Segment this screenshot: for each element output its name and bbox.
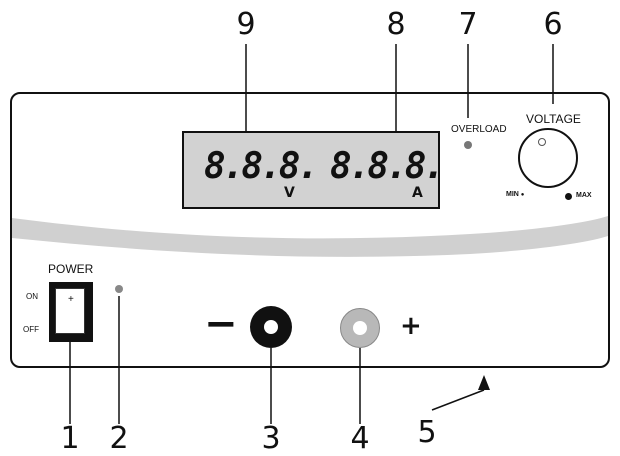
- current-unit: A: [412, 185, 423, 201]
- negative-terminal[interactable]: [250, 306, 292, 348]
- power-label: POWER: [48, 262, 94, 276]
- off-label: OFF: [23, 325, 39, 334]
- voltage-min-label: MIN ●: [506, 191, 524, 198]
- positive-terminal[interactable]: [340, 308, 380, 348]
- callout-9: 9: [236, 7, 256, 42]
- voltage-knob[interactable]: [518, 128, 578, 188]
- negative-symbol: −: [204, 301, 238, 347]
- knob-marker-icon: [538, 138, 546, 146]
- voltage-label: VOLTAGE: [526, 112, 581, 126]
- max-dot-icon: [565, 193, 572, 200]
- callout-4: 4: [350, 421, 370, 456]
- callout-2: 2: [109, 421, 129, 456]
- power-indicator: [115, 285, 123, 293]
- power-switch-rocker: +: [55, 288, 85, 334]
- overload-indicator: [464, 141, 472, 149]
- lcd-display: 8.8.8. V 8.8.8. A: [182, 131, 445, 209]
- switch-mark: +: [68, 294, 74, 305]
- current-readout: 8.8.8.: [330, 146, 445, 187]
- callout-3: 3: [261, 421, 281, 456]
- min-text: MIN: [506, 191, 519, 198]
- voltage-max-label: MAX: [576, 192, 592, 199]
- voltage-readout: 8.8.8.: [204, 146, 319, 187]
- positive-symbol: +: [400, 311, 422, 341]
- callout-7: 7: [458, 7, 478, 42]
- callout-1: 1: [60, 421, 80, 456]
- power-switch[interactable]: +: [49, 282, 93, 342]
- callout-5: 5: [417, 415, 437, 450]
- on-label: ON: [26, 292, 38, 301]
- arrow-up-icon: [478, 375, 490, 390]
- overload-label: OVERLOAD: [451, 124, 507, 135]
- voltage-unit: V: [284, 185, 295, 201]
- min-dot-icon: ●: [520, 192, 525, 198]
- leader-line-5: [431, 389, 485, 411]
- callout-8: 8: [386, 7, 406, 42]
- callout-6: 6: [543, 7, 563, 42]
